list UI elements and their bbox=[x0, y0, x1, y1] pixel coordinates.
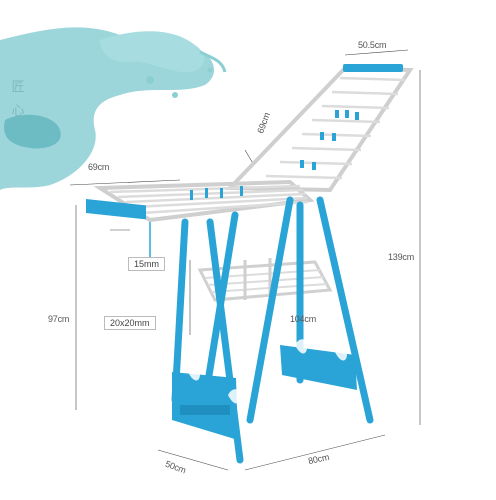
dimension-lines bbox=[69, 49, 421, 471]
dim-main-length: 69cm bbox=[88, 162, 110, 172]
water-splash bbox=[0, 27, 227, 190]
label-rail-spacing: 15mm bbox=[128, 257, 166, 271]
label-tube-size: 20x20mm bbox=[104, 316, 156, 330]
main-surface bbox=[86, 179, 315, 258]
dim-lower-height: 97cm bbox=[48, 314, 70, 324]
dim-leg-height: 104cm bbox=[290, 314, 317, 324]
dim-total-height: 139cm bbox=[388, 252, 415, 262]
dim-top-width: 50.5cm bbox=[358, 40, 387, 50]
brand-text: 匠心 bbox=[11, 80, 25, 119]
base-bars bbox=[172, 339, 357, 440]
blue-legs bbox=[171, 196, 374, 464]
upper-wing bbox=[225, 64, 414, 193]
